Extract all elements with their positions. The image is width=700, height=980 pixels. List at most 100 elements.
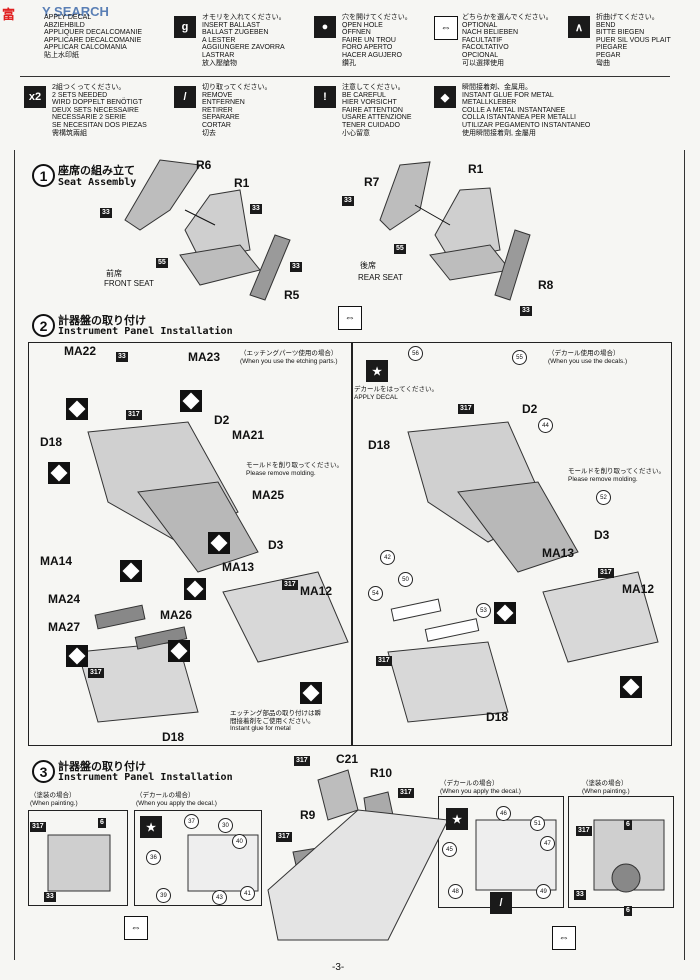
decal-number: 30 xyxy=(218,818,233,833)
part-label-r1-front: R1 xyxy=(234,176,250,190)
apply-decal-note: デカールをはってください。 APPLY DECAL xyxy=(354,386,438,401)
decal-number: 317 xyxy=(376,656,392,666)
step-1-number: 1 xyxy=(32,164,55,187)
watermark-logo: 富 xyxy=(2,7,16,22)
decal-number: 44 xyxy=(538,418,553,433)
step-3-drawings xyxy=(47,769,665,941)
decal-number: 36 xyxy=(146,850,161,865)
part-label-r8: R8 xyxy=(538,278,554,292)
step-1-title-jp: 座席の組み立て xyxy=(58,165,135,177)
part-label-d18-left-top: D18 xyxy=(40,435,63,449)
part-label-c21: C21 xyxy=(336,752,359,766)
part-label-r1-rear: R1 xyxy=(468,162,484,176)
rear-seat-jp: 後席 xyxy=(360,261,376,270)
apply-decal-icon: ★ xyxy=(446,808,468,830)
step-1-seat-drawings xyxy=(124,159,531,301)
decal-number: 317 xyxy=(576,826,592,836)
bend-icon: ∧ xyxy=(568,16,590,38)
legend-remove: 切り取ってください。 REMOVE ENTFERNEN RETIRER SEPA… xyxy=(202,84,272,137)
painting-label-jp: （塗装の場合） xyxy=(30,792,76,799)
decal-number: 55 xyxy=(512,350,527,365)
page-border-right xyxy=(684,150,685,960)
step-2-title-jp: 計器盤の取り付け xyxy=(58,315,146,327)
part-label-r5: R5 xyxy=(284,288,300,302)
front-seat-jp: 前席 xyxy=(106,269,122,278)
glue-marker-icon xyxy=(208,532,230,554)
legend-apply-decal: APPLY DECAL ABZIEHBILD APPLIQUER DECALCO… xyxy=(44,14,143,59)
front-seat-en: FRONT SEAT xyxy=(104,279,154,288)
instant-glue-icon: ◆ xyxy=(434,86,456,108)
decal-number: 39 xyxy=(156,888,171,903)
ballast-icon: g xyxy=(174,16,196,38)
decal-number: 317 xyxy=(598,568,614,578)
step-3-title-en: Instrument Panel Installation xyxy=(58,772,233,783)
part-label-ma21: MA21 xyxy=(232,428,265,442)
painting-label-en: (When painting.) xyxy=(30,800,78,807)
part-label-r6: R6 xyxy=(196,158,212,172)
decal-label-en-right: (When you apply the decal.) xyxy=(440,788,521,795)
optional-icon: ⇔ xyxy=(124,916,148,940)
part-label-d18-right-top: D18 xyxy=(368,438,391,452)
decal-number: 47 xyxy=(540,836,555,851)
glue-marker-icon xyxy=(48,462,70,484)
painting-label-jp-right: （塗装の場合） xyxy=(582,780,628,787)
glue-marker-icon xyxy=(66,398,88,420)
part-label-r10: R10 xyxy=(370,766,393,780)
painting-label-en-right: (When painting.) xyxy=(582,788,630,795)
painting-panel-left xyxy=(28,810,128,906)
decal-number: 33 xyxy=(574,890,586,900)
decal-panel-left xyxy=(134,810,262,906)
decal-label-jp-right: （デカールの場合） xyxy=(440,780,499,787)
watermark-text: Y SEARCH xyxy=(42,4,109,19)
decal-number: 40 xyxy=(232,834,247,849)
decal-number: 317 xyxy=(88,668,104,678)
step-2-title-en: Instrument Panel Installation xyxy=(58,326,233,337)
part-label-ma12-right: MA12 xyxy=(622,582,655,596)
decal-number: 41 xyxy=(240,886,255,901)
legend-instant-glue: 瞬間接着剤、金属用。 INSTANT GLUE FOR METAL METALL… xyxy=(462,84,591,137)
part-label-ma24: MA24 xyxy=(48,592,81,606)
step-3-title-jp: 計器盤の取り付け xyxy=(58,761,146,773)
legend-two-sets: 2組つくってください。 2 SETS NEEDED WIRD DOPPELT B… xyxy=(52,84,147,137)
part-label-ma26: MA26 xyxy=(160,608,193,622)
decal-label-jp: （デカールの場合） xyxy=(136,792,195,799)
part-label-ma22: MA22 xyxy=(64,344,97,358)
part-label-ma27: MA27 xyxy=(48,620,81,634)
decal-number: 317 xyxy=(30,822,46,832)
step-3-number: 3 xyxy=(32,760,55,783)
decal-number: 51 xyxy=(530,816,545,831)
part-label-d3-right: D3 xyxy=(594,528,610,542)
decal-number: 55 xyxy=(394,244,406,254)
remove-icon: / xyxy=(174,86,196,108)
decal-number: 33 xyxy=(290,262,302,272)
apply-decal-icon: ★ xyxy=(366,360,388,382)
rear-seat-en: REAR SEAT xyxy=(358,273,403,282)
step-2-etching-panel xyxy=(28,342,352,746)
decal-number: 317 xyxy=(294,756,310,766)
decal-number: 33 xyxy=(100,208,112,218)
apply-decal-icon: ★ xyxy=(140,816,162,838)
part-label-r9: R9 xyxy=(300,808,316,822)
page-number: -3- xyxy=(332,962,345,973)
etching-note: （エッチングパーツ使用の場合） (When you use the etchin… xyxy=(240,350,338,365)
part-label-ma13-right: MA13 xyxy=(542,546,575,560)
decal-number: 317 xyxy=(282,580,298,590)
decal-number: 37 xyxy=(184,814,199,829)
decal-number: 317 xyxy=(398,788,414,798)
glue-marker-icon xyxy=(66,645,88,667)
decal-number: 6 xyxy=(624,820,632,830)
decal-number: 45 xyxy=(442,842,457,857)
glue-marker-icon xyxy=(494,602,516,624)
caution-icon: ! xyxy=(314,86,336,108)
part-label-d18-left-bottom: D18 xyxy=(162,730,185,744)
part-label-ma25: MA25 xyxy=(252,488,285,502)
decal-number: 49 xyxy=(536,884,551,899)
decal-number: 317 xyxy=(276,832,292,842)
open-hole-icon: ● xyxy=(314,16,336,38)
decal-number: 33 xyxy=(250,204,262,214)
decal-number: 54 xyxy=(368,586,383,601)
glue-marker-icon xyxy=(620,676,642,698)
decal-number: 52 xyxy=(596,490,611,505)
decal-number: 46 xyxy=(496,806,511,821)
legend-insert-ballast: オモリを入れてください。 INSERT BALLAST BALLAST ZUGE… xyxy=(202,14,286,67)
